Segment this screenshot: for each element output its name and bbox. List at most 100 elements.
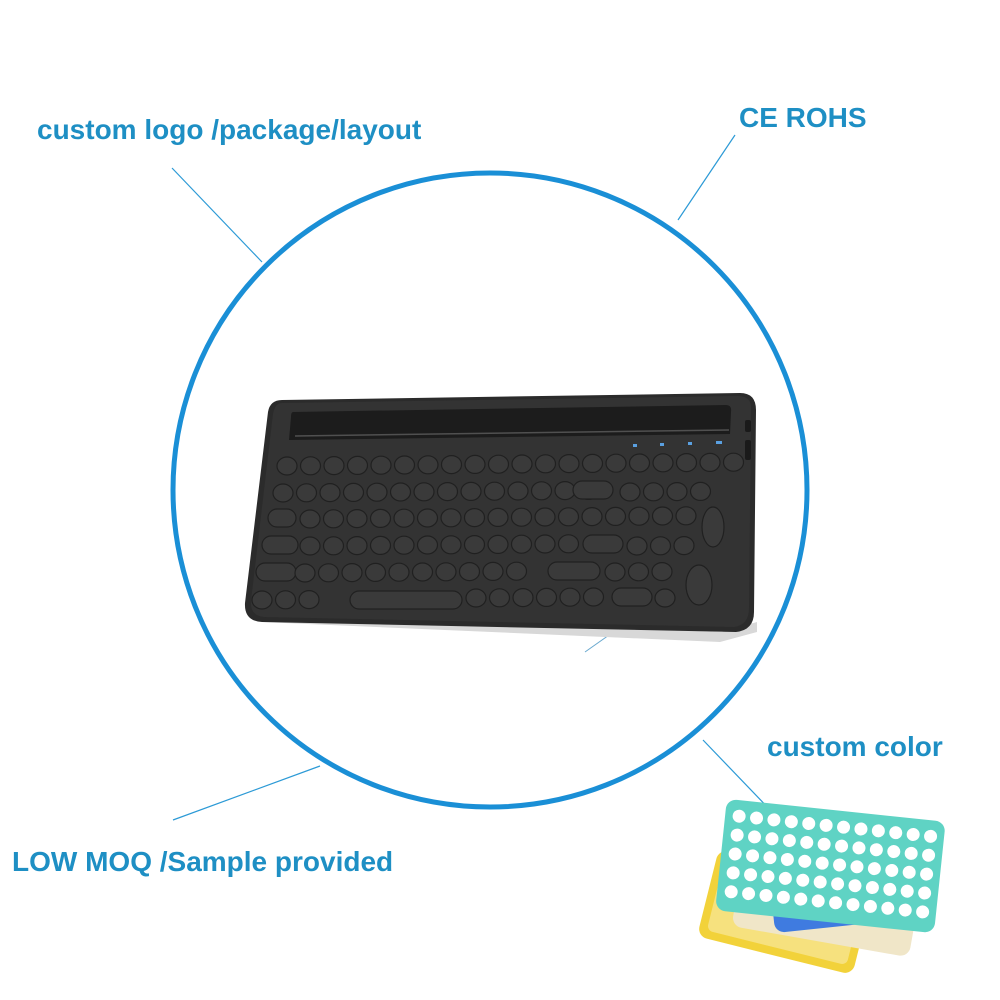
keycap-wide [685, 564, 713, 606]
keycap [689, 481, 712, 501]
frame-hole [726, 866, 740, 880]
keycap [483, 481, 506, 501]
keycap [416, 535, 439, 555]
keycap [393, 535, 415, 555]
keycap [458, 561, 481, 582]
keycap [535, 587, 558, 608]
frame-hole [906, 827, 920, 841]
keycap [558, 454, 580, 474]
keycap [317, 563, 340, 583]
keycap [581, 506, 603, 527]
keycap [416, 508, 439, 528]
keycap [557, 507, 580, 527]
frame-hole [852, 841, 866, 855]
keycap [299, 509, 321, 529]
frame-hole [759, 888, 773, 902]
frame-hole [883, 882, 897, 896]
keycap [512, 587, 534, 608]
keycap [393, 455, 416, 475]
keycap [346, 508, 368, 529]
frame-hole [767, 813, 781, 827]
keycap-wide [255, 562, 297, 582]
keycap [364, 562, 387, 583]
keycap [393, 508, 415, 528]
frame-hole [817, 837, 831, 851]
frame-hole [865, 881, 879, 895]
keycap [464, 454, 486, 474]
frame-hole [732, 809, 746, 823]
frame-hole [924, 829, 938, 843]
keycap [507, 481, 529, 501]
frame-hole [831, 877, 845, 891]
frame-hole [848, 879, 862, 893]
frame-hole [887, 845, 901, 859]
frame-hole [742, 887, 756, 901]
frame-hole [846, 898, 860, 912]
frame-hole [765, 832, 779, 846]
keycap [654, 588, 676, 608]
keycap-wide [701, 506, 725, 548]
keycap [276, 456, 298, 476]
frame-hole [902, 865, 916, 879]
keycap-wide [611, 587, 653, 607]
keycap [346, 455, 369, 475]
frame-hole [800, 835, 814, 849]
frame-hole [811, 894, 825, 908]
keycap [652, 453, 674, 473]
frame-hole [871, 824, 885, 838]
frame-hole [748, 830, 762, 844]
leader-line-ce [677, 134, 736, 221]
frame-hole [782, 834, 796, 848]
keycap [298, 589, 320, 610]
leader-line-color [702, 739, 776, 816]
frame-hole [900, 884, 914, 898]
keycap [582, 587, 605, 607]
color-variants-image [699, 799, 945, 973]
frame-hole [798, 854, 812, 868]
keycap [440, 508, 462, 528]
keycap [435, 562, 457, 582]
keycap [322, 509, 345, 529]
keycap [675, 506, 697, 526]
frame-hole [869, 843, 883, 857]
leader-line-logo [171, 167, 263, 263]
frame-hole [802, 817, 816, 831]
keycap [649, 536, 672, 556]
keycap [411, 562, 434, 582]
frame-hole [744, 868, 758, 882]
keycap [299, 456, 322, 476]
keycap [581, 453, 604, 473]
keycap [272, 483, 294, 503]
keycap [440, 535, 462, 555]
keycap-wide [547, 561, 601, 581]
keycap [651, 561, 673, 582]
keycap [604, 562, 626, 582]
keycap [487, 454, 510, 474]
frame-hole [746, 849, 760, 863]
callout-custom-logo: custom logo /package/layout [37, 114, 422, 145]
frame-hole [863, 899, 877, 913]
frame-hole [835, 839, 849, 853]
frame-hole [724, 885, 738, 899]
keycap [666, 482, 688, 502]
keycap [463, 507, 486, 528]
keycap [482, 561, 504, 582]
keycap [319, 483, 341, 503]
frame-hole [784, 815, 798, 829]
keycap [294, 563, 316, 583]
frame-hole [780, 852, 794, 866]
highlight-circle [170, 170, 810, 810]
keycap-wide [261, 535, 299, 555]
keycap [274, 590, 297, 610]
frame-hole [833, 858, 847, 872]
keycap [323, 456, 345, 476]
keycap [342, 482, 365, 502]
frame-hole [761, 870, 775, 884]
keycap [369, 508, 392, 529]
frame-hole [854, 822, 868, 836]
frame-hole [776, 890, 790, 904]
keycap [487, 534, 509, 555]
keycap [534, 507, 556, 527]
frame-hole [728, 847, 742, 861]
